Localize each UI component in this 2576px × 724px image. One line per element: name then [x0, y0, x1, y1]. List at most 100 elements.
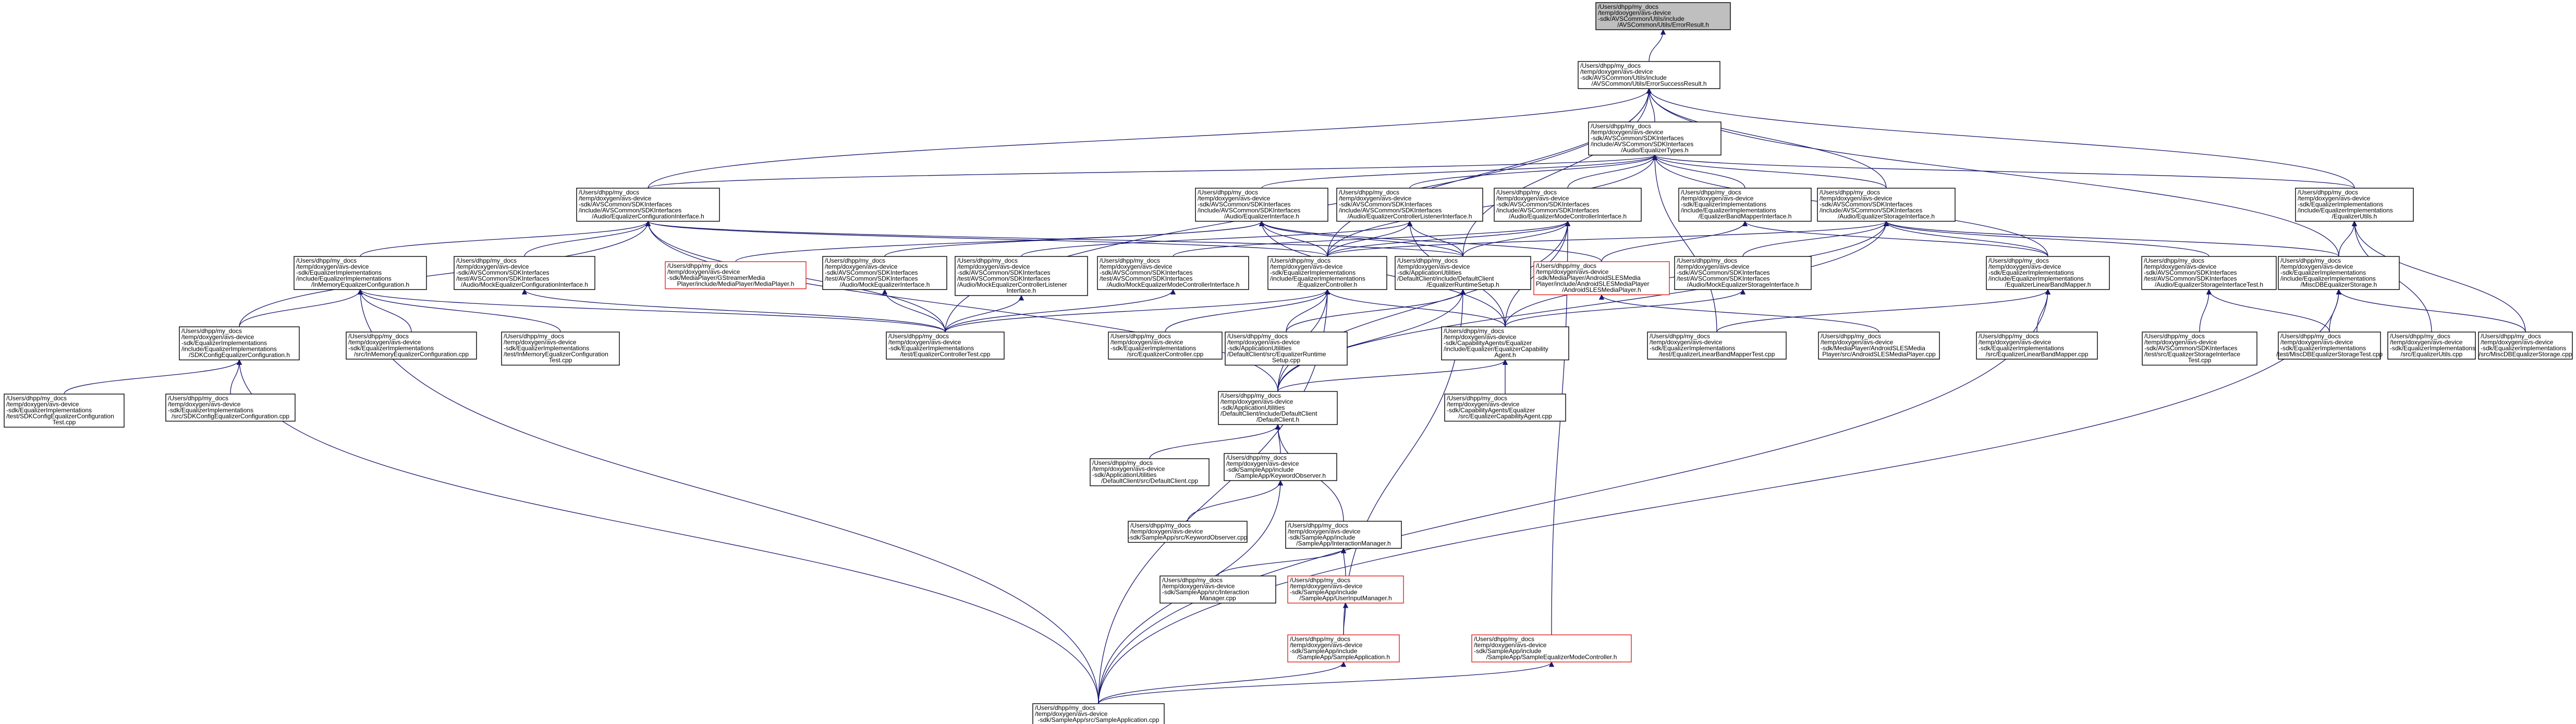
file-node-cfgif[interactable]: /Users/dhpp/my_docs/temp/doxygen/avs-dev… — [576, 188, 720, 222]
file-node-label-line: /Users/dhpp/my_docs — [2280, 333, 2341, 340]
file-node-miscdbcpp[interactable]: /Users/dhpp/my_docs/temp/doxygen/avs-dev… — [2478, 332, 2573, 360]
file-node-sdkcfg[interactable]: /Users/dhpp/my_docs/temp/doxygen/avs-dev… — [179, 326, 300, 361]
file-node-mockstor[interactable]: /Users/dhpp/my_docs/temp/doxygen/avs-dev… — [1674, 256, 1812, 290]
include-edge — [645, 220, 1278, 392]
file-node-box — [4, 394, 125, 428]
file-node-label-line: -sdk/SampleApp/include — [1290, 588, 1358, 596]
file-node-label-line: /src/EqualizerUtils.cpp — [2401, 351, 2463, 358]
include-edge — [360, 220, 651, 257]
file-node-label-line: /Users/dhpp/my_docs — [1220, 392, 1281, 399]
file-node-mockeq[interactable]: /Users/dhpp/my_docs/temp/doxygen/avs-dev… — [822, 256, 947, 290]
file-node-storiftestcpp[interactable]: /Users/dhpp/my_docs/temp/doxygen/avs-dev… — [2142, 332, 2257, 366]
file-node-defclient[interactable]: /Users/dhpp/my_docs/temp/doxygen/avs-dev… — [1218, 391, 1338, 425]
file-node-runtime[interactable]: /Users/dhpp/my_docs/temp/doxygen/avs-dev… — [1395, 256, 1531, 290]
include-edge — [1098, 289, 1330, 704]
file-node-esr[interactable]: /Users/dhpp/my_docs/temp/doxygen/avs-dev… — [1578, 61, 1720, 89]
include-edge — [1277, 220, 1889, 392]
file-node-label-line: /Audio/EqualizerStorageInterface.h — [1838, 213, 1935, 220]
file-node-sdkcfgtest[interactable]: /Users/dhpp/my_docs/temp/doxygen/avs-dev… — [4, 394, 125, 428]
file-node-label-line: /Users/dhpp/my_docs — [1988, 257, 2049, 264]
file-node-box — [1395, 256, 1531, 290]
file-node-ctrlif[interactable]: /Users/dhpp/my_docs/temp/doxygen/avs-dev… — [1336, 188, 1483, 222]
file-node-storiftest[interactable]: /Users/dhpp/my_docs/temp/doxygen/avs-dev… — [2141, 256, 2277, 290]
file-node-label-line: /Users/dhpp/my_docs — [1110, 333, 1171, 340]
file-node-linearcpp[interactable]: /Users/dhpp/my_docs/temp/doxygen/avs-dev… — [1976, 332, 2098, 360]
file-node-ctrlcpp[interactable]: /Users/dhpp/my_docs/temp/doxygen/avs-dev… — [1108, 332, 1223, 360]
file-node-label-line: /Users/dhpp/my_docs — [2481, 333, 2541, 340]
include-edge — [1327, 220, 1571, 257]
file-node-sampleeq[interactable]: /Users/dhpp/my_docs/temp/doxygen/avs-dev… — [1471, 634, 1632, 662]
file-node-intmgr[interactable]: /Users/dhpp/my_docs/temp/doxygen/avs-dev… — [1285, 521, 1402, 549]
file-node-label-line: /Audio/MockEqualizerModeControllerInterf… — [1107, 281, 1240, 288]
file-node-box — [1159, 575, 1276, 604]
file-node-eqif[interactable]: /Users/dhpp/my_docs/temp/doxygen/avs-dev… — [1195, 188, 1328, 222]
file-node-inmem[interactable]: /Users/dhpp/my_docs/temp/doxygen/avs-dev… — [294, 256, 427, 290]
include-edge — [239, 289, 363, 327]
file-node-linearbm[interactable]: /Users/dhpp/my_docs/temp/doxygen/avs-dev… — [1986, 256, 2110, 290]
file-node-label-line: /include/AVSCommon/SDKInterfaces — [1820, 207, 1922, 214]
file-node-label-line: /Users/dhpp/my_docs — [1100, 257, 1160, 264]
file-node-inmemcpp[interactable]: /Users/dhpp/my_docs/temp/doxygen/avs-dev… — [346, 332, 477, 360]
file-node-bandmap[interactable]: /Users/dhpp/my_docs/temp/doxygen/avs-dev… — [1678, 188, 1812, 222]
file-node-label-line: /Audio/EqualizerModeControllerInterface.… — [1509, 213, 1627, 220]
file-node-miscdbtest[interactable]: /Users/dhpp/my_docs/temp/doxygen/avs-dev… — [2276, 332, 2383, 360]
file-node-kwobscpp[interactable]: /Users/dhpp/my_docs/temp/doxygen/avs-dev… — [1128, 521, 1248, 543]
file-node-label-line: /test/AVSCommon/SDKInterfaces — [1100, 275, 1193, 283]
file-node-box — [1287, 575, 1404, 604]
file-node-box — [165, 394, 296, 422]
file-node-eqctrl[interactable]: /Users/dhpp/my_docs/temp/doxygen/avs-dev… — [1267, 256, 1387, 290]
file-node-label-line: /temp/doxygen/avs-device — [1681, 195, 1754, 202]
file-node-equtilscpp[interactable]: /Users/dhpp/my_docs/temp/doxygen/avs-dev… — [2387, 332, 2476, 360]
file-node-mocklistener[interactable]: /Users/dhpp/my_docs/temp/doxygen/avs-dev… — [955, 256, 1088, 296]
file-node-label-line: -sdk/SampleApp/src/SampleApplication.cpp — [1038, 716, 1159, 723]
file-node-mockcfg[interactable]: /Users/dhpp/my_docs/temp/doxygen/avs-dev… — [454, 256, 595, 290]
file-node-label-line: -sdk/EqualizerImplementations — [2280, 269, 2366, 276]
file-node-label-line: /temp/doxygen/avs-device — [1496, 195, 1569, 202]
file-node-equtils[interactable]: /Users/dhpp/my_docs/temp/doxygen/avs-dev… — [2295, 188, 2414, 222]
file-node-androidcpp[interactable]: /Users/dhpp/my_docs/temp/doxygen/avs-dev… — [1818, 332, 1940, 360]
file-node-label-line: /include/EqualizerImplementations — [1681, 207, 1776, 214]
file-node-lineartest[interactable]: /Users/dhpp/my_docs/temp/doxygen/avs-dev… — [1647, 332, 1787, 360]
file-node-label-line: /temp/doxygen/avs-device — [1979, 339, 2052, 346]
file-node-label-line: /src/EqualizerController.cpp — [1127, 351, 1204, 358]
file-node-intmgrcpp[interactable]: /Users/dhpp/my_docs/temp/doxygen/avs-dev… — [1159, 575, 1276, 604]
file-node-label-line: /temp/dooygen/avs-device — [1598, 9, 1671, 17]
file-node-kwobs[interactable]: /Users/dhpp/my_docs/temp/doxygen/avs-dev… — [1224, 453, 1337, 481]
file-node-androidsl[interactable]: /Users/dhpp/my_docs/temp/doxygen/avs-dev… — [1533, 261, 1670, 296]
file-node-modeif[interactable]: /Users/dhpp/my_docs/temp/doxygen/avs-dev… — [1494, 188, 1642, 222]
file-node-storif[interactable]: /Users/dhpp/my_docs/temp/doxygen/avs-dev… — [1817, 188, 1956, 222]
include-edge — [1649, 29, 1666, 62]
file-node-label-line: -sdk/EqualizerImplementations — [2298, 201, 2383, 208]
file-node-sampleapp[interactable]: /Users/dhpp/my_docs/temp/doxygen/avs-dev… — [1287, 634, 1400, 662]
file-node-label-line: -sdk/ApplicationUtilities — [1220, 404, 1285, 411]
file-node-sampleappcpp[interactable]: /Users/dhpp/my_docs/temp/doxygen/avs-dev… — [1032, 703, 1165, 724]
file-node-ctrltest[interactable]: /Users/dhpp/my_docs/temp/doxygen/avs-dev… — [886, 332, 1005, 360]
file-node-root[interactable]: /Users/dhpp/my_docs/temp/dooygen/avs-dev… — [1595, 2, 1731, 30]
file-node-capagentcpp[interactable]: /Users/dhpp/my_docs/temp/doxygen/avs-dev… — [1444, 394, 1566, 422]
include-edge — [1259, 220, 1328, 257]
include-edge — [1742, 220, 2048, 257]
include-edge — [64, 359, 242, 395]
file-node-capagent[interactable]: /Users/dhpp/my_docs/temp/doxygen/avs-dev… — [1441, 326, 1569, 361]
file-node-label-line: /Users/dhpp/my_docs — [1130, 522, 1191, 529]
include-edge — [1340, 547, 1347, 576]
file-node-gst[interactable]: /Users/dhpp/my_docs/temp/doxygen/avs-dev… — [665, 261, 807, 289]
file-node-inmemtest[interactable]: /Users/dhpp/my_docs/temp/doxygen/avs-dev… — [501, 332, 620, 366]
file-node-label-line: /Users/dhpp/my_docs — [1979, 333, 2039, 340]
file-node-runtimecpp[interactable]: /Users/dhpp/my_docs/temp/doxygen/avs-dev… — [1225, 332, 1348, 366]
file-node-uim[interactable]: /Users/dhpp/my_docs/temp/doxygen/avs-dev… — [1287, 575, 1404, 604]
file-node-box — [1678, 188, 1812, 222]
file-node-label-line: /test/AVSCommon/SDKInterfaces — [1677, 275, 1770, 283]
file-node-miscdb[interactable]: /Users/dhpp/my_docs/temp/doxygen/avs-dev… — [2278, 256, 2400, 290]
include-edge — [230, 359, 242, 395]
file-node-label-line: /test/src/EqualizerStorageInterface — [2144, 351, 2240, 358]
file-node-eqtypes[interactable]: /Users/dhpp/my_docs/temp/doxygen/avs-dev… — [1588, 121, 1722, 156]
file-node-label-line: /include/EqualizerImplementations — [1988, 275, 2084, 283]
file-node-mockmode[interactable]: /Users/dhpp/my_docs/temp/doxygen/avs-dev… — [1097, 256, 1249, 290]
file-node-label-line: /Users/dhpp/my_docs — [1474, 635, 1534, 643]
file-node-defclientcpp[interactable]: /Users/dhpp/my_docs/temp/doxygen/avs-dev… — [1090, 458, 1210, 486]
file-node-label-line: /DefaultClient/src/DefaultClient.cpp — [1101, 477, 1198, 485]
file-node-label-line: -sdk/EqualizerImplementations — [2390, 345, 2475, 352]
file-node-label-line: -sdk/EqualizerImplementations — [1979, 345, 2064, 352]
file-node-sdkcfgcpp[interactable]: /Users/dhpp/my_docs/temp/doxygen/avs-dev… — [165, 394, 296, 422]
